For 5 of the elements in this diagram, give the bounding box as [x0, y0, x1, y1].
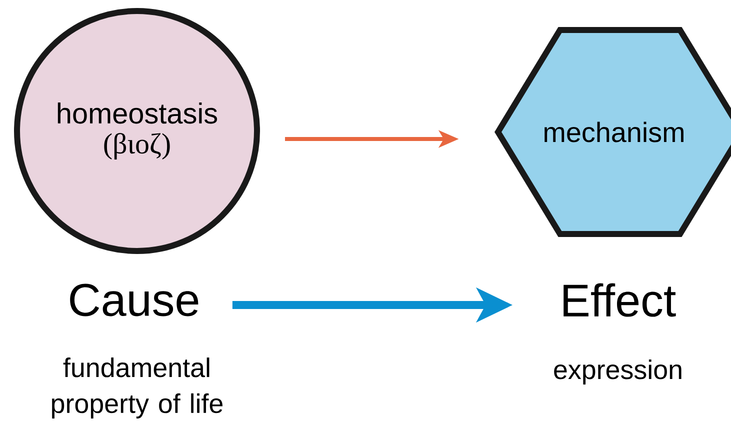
- circle-node: homeostasis (βιοζ): [14, 8, 260, 254]
- caption-text: expression: [554, 359, 682, 385]
- heading-text: Cause: [70, 284, 198, 316]
- caption-text: fundamental property of life: [52, 358, 222, 418]
- heading-text: Effect: [564, 283, 676, 317]
